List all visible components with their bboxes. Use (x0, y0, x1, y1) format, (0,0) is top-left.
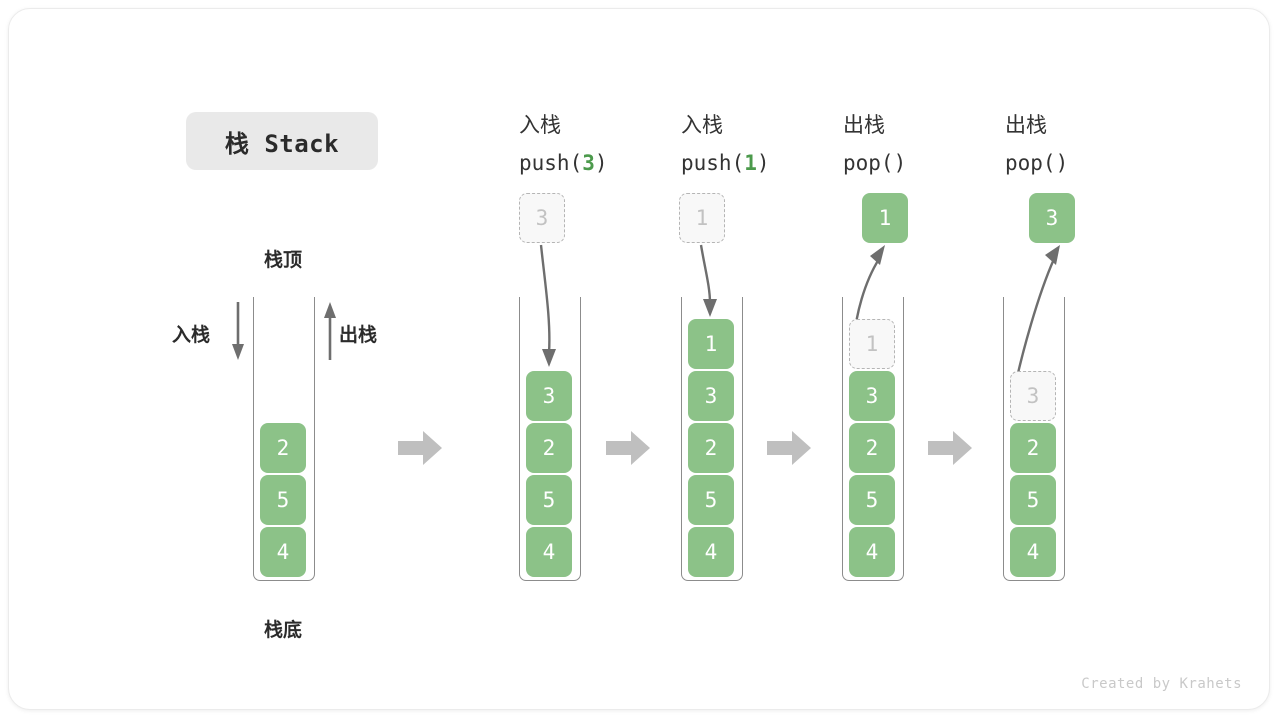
column-header-cn: 出栈 (1005, 113, 1047, 137)
stack-cell: 2 (849, 423, 895, 473)
stack-cell: 4 (688, 527, 734, 577)
footer-credit: Created by Krahets (1081, 676, 1242, 692)
column-header-cn: 入栈 (519, 113, 561, 137)
stack-cell: 5 (849, 475, 895, 525)
popped-element: 3 (1029, 193, 1075, 243)
stack-cell: 2 (1010, 423, 1056, 473)
stack-cell: 1 (688, 319, 734, 369)
stack-cell: 2 (688, 423, 734, 473)
column-header-code: pop() (1005, 151, 1069, 175)
pop-side-label: 出栈 (339, 324, 378, 346)
stack-cell: 5 (1010, 475, 1056, 525)
title-badge-label: 栈 Stack (224, 129, 340, 158)
column-header-push-1: 入栈 push(1) (681, 106, 841, 182)
column-header-cn: 入栈 (681, 113, 723, 137)
stack-cell: 4 (260, 527, 306, 577)
stack-container-push-1 (681, 297, 743, 581)
stack-cell-ghost: 1 (849, 319, 895, 369)
stack-cell: 4 (1010, 527, 1056, 577)
transition-arrow (604, 428, 652, 468)
pop-direction-arrow (320, 300, 340, 362)
transition-arrow (765, 428, 813, 468)
stack-cell: 5 (688, 475, 734, 525)
stack-cell: 4 (526, 527, 572, 577)
push-flow-arrow (679, 243, 729, 323)
column-header-pop-1: 出栈 pop() (843, 106, 1003, 182)
stack-cell: 3 (849, 371, 895, 421)
popped-element: 1 (862, 193, 908, 243)
push-flow-arrow (519, 243, 569, 373)
stack-container-push-3 (519, 297, 581, 581)
push-direction-arrow (228, 300, 248, 362)
column-header-pop-3: 出栈 pop() (1005, 106, 1165, 182)
column-header-cn: 出栈 (843, 113, 885, 137)
stack-cell: 2 (260, 423, 306, 473)
column-header-push-3: 入栈 push(3) (519, 106, 679, 182)
stack-cell: 3 (688, 371, 734, 421)
transition-arrow (396, 428, 444, 468)
stack-cell: 5 (526, 475, 572, 525)
stack-top-label: 栈顶 (263, 249, 302, 271)
stack-container-pop-3 (1003, 297, 1065, 581)
stack-cell-ghost: 3 (1010, 371, 1056, 421)
stack-cell: 5 (260, 475, 306, 525)
column-header-code: pop() (843, 151, 907, 175)
stack-container-pop-1 (842, 297, 904, 581)
stack-bottom-label: 栈底 (263, 619, 302, 641)
incoming-element-ghost: 1 (679, 193, 725, 243)
stack-cell: 3 (526, 371, 572, 421)
push-side-label: 入栈 (172, 324, 211, 346)
stack-cell: 4 (849, 527, 895, 577)
stack-container-initial (253, 297, 315, 581)
column-header-code: push(3) (519, 151, 608, 175)
title-badge: 栈 Stack (186, 112, 378, 170)
stack-cell: 2 (526, 423, 572, 473)
incoming-element-ghost: 3 (519, 193, 565, 243)
transition-arrow (926, 428, 974, 468)
column-header-code: push(1) (681, 151, 770, 175)
